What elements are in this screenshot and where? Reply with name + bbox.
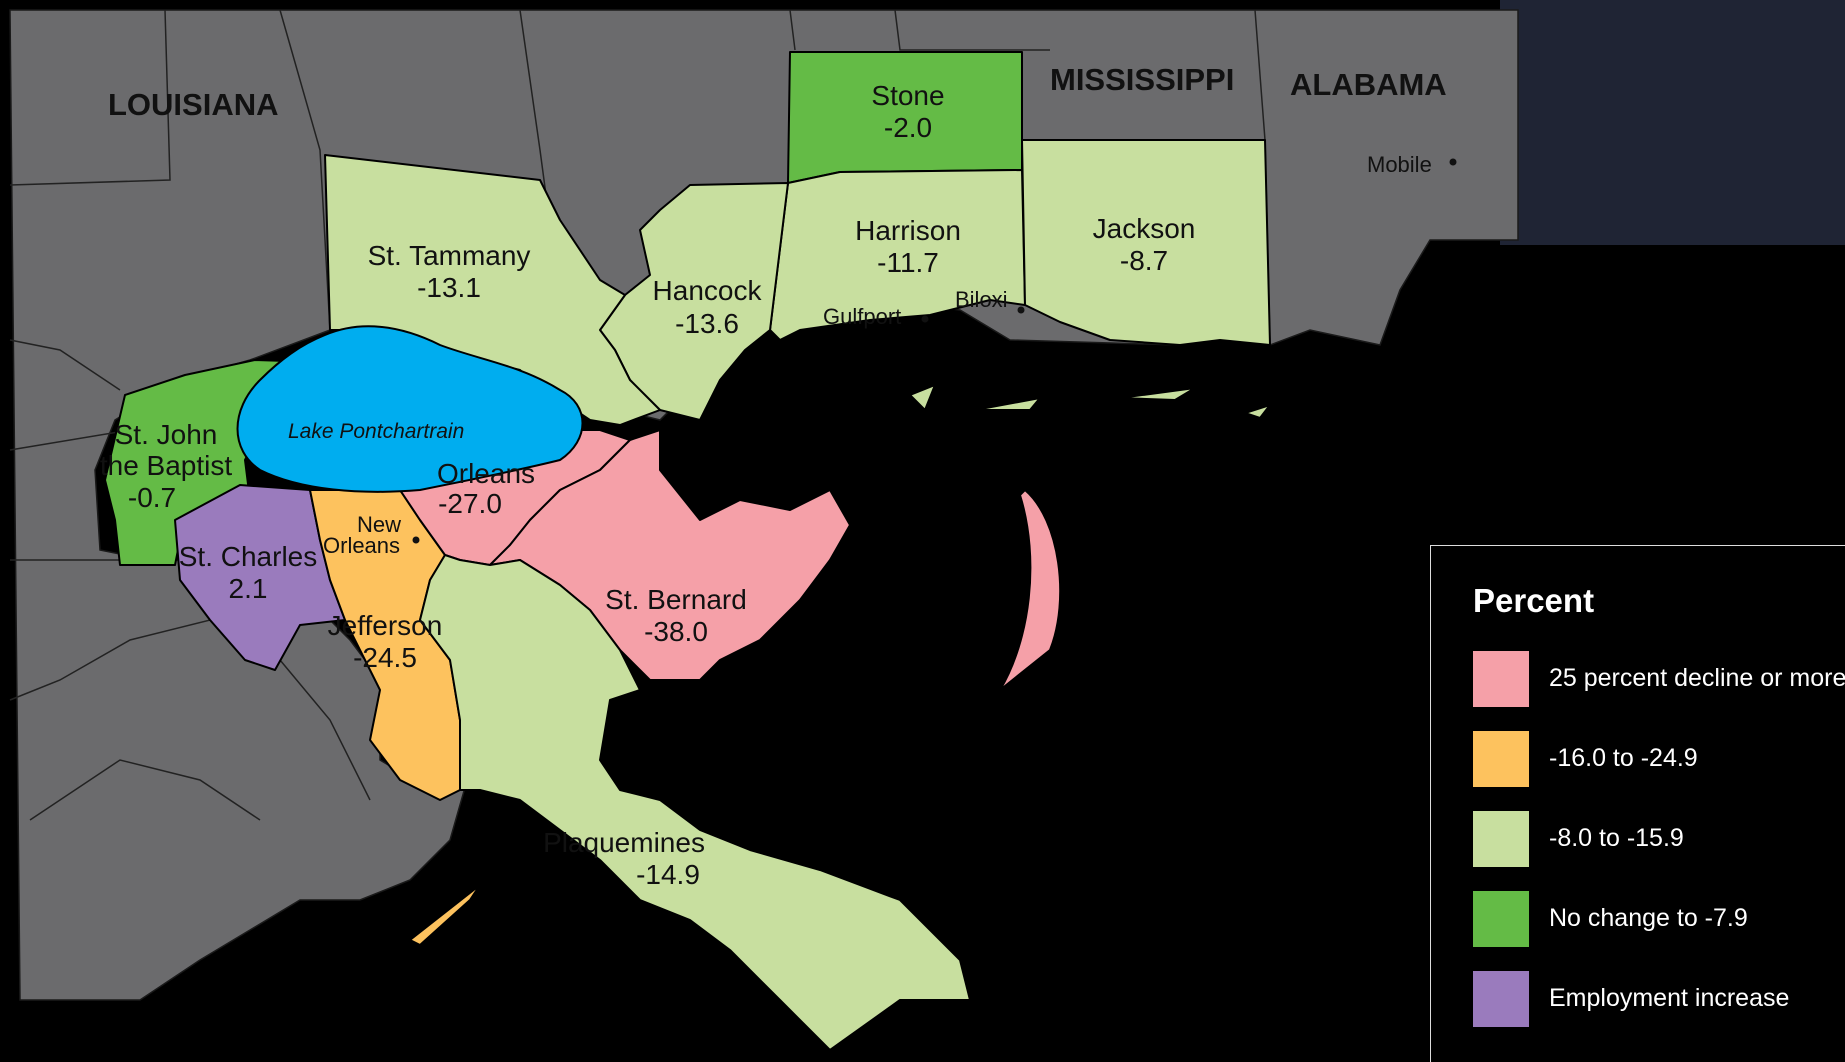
county-harrison [769, 169, 1026, 341]
label-biloxi: Biloxi [955, 287, 1008, 312]
label-mississippi: MISSISSIPPI [1050, 62, 1234, 97]
legend-label: No change to -7.9 [1549, 904, 1748, 932]
dot-new-orleans [412, 536, 420, 544]
label-st-bernard-value: -38.0 [644, 616, 708, 647]
county-plaquemines [419, 554, 971, 1051]
legend-swatch [1473, 971, 1529, 1027]
label-st-john-name-2: the Baptist [100, 450, 233, 481]
island-4 [1244, 404, 1271, 419]
legend-label: -8.0 to -15.9 [1549, 824, 1684, 852]
label-gulfport: Gulfport [823, 304, 901, 329]
label-stone-value: -2.0 [884, 112, 932, 143]
label-harrison-value: -11.7 [877, 247, 939, 278]
legend-swatch [1473, 731, 1529, 787]
county-st-charles [174, 484, 346, 671]
label-hancock-value: -13.6 [675, 308, 739, 339]
legend-label: -16.0 to -24.9 [1549, 744, 1698, 772]
label-jackson-value: -8.7 [1120, 245, 1168, 276]
label-louisiana: LOUISIANA [108, 87, 279, 122]
label-new-orleans-2: Orleans [323, 533, 400, 558]
dot-mobile [1449, 158, 1457, 166]
dot-gulfport [921, 315, 929, 323]
label-st-john-value: -0.7 [128, 482, 176, 513]
label-hancock-name: Hancock [653, 275, 763, 306]
label-jackson-name: Jackson [1093, 213, 1196, 244]
legend-title: Percent [1473, 582, 1595, 619]
label-harrison-name: Harrison [855, 215, 961, 246]
island-1 [909, 384, 936, 411]
label-st-tammany-value: -13.1 [417, 272, 481, 303]
label-alabama: ALABAMA [1290, 67, 1447, 102]
label-jefferson-name: Jefferson [328, 610, 443, 641]
legend-item-decline-8: -8.0 to -15.9 [1473, 811, 1843, 867]
label-stone-name: Stone [871, 80, 944, 111]
legend-label: 25 percent decline or more [1549, 664, 1845, 692]
label-plaquemines-name: Plaquemines [543, 827, 705, 858]
label-st-bernard-name: St. Bernard [605, 584, 747, 615]
label-new-orleans-1: New [357, 512, 401, 537]
island-2 [974, 397, 1041, 411]
label-orleans-value: -27.0 [438, 488, 502, 519]
label-orleans-name: Orleans [437, 458, 535, 489]
island-chandeleur [999, 489, 1062, 691]
island-3 [1119, 387, 1196, 401]
dot-biloxi [1017, 306, 1025, 314]
legend-swatch [1473, 651, 1529, 707]
legend: Percent 25 percent decline or more -16.0… [1430, 545, 1845, 1062]
background-band [1500, 0, 1845, 245]
label-st-tammany-name: St. Tammany [368, 240, 531, 271]
lake-pontchartrain [236, 325, 584, 493]
label-st-charles-value: 2.1 [229, 573, 268, 604]
legend-swatch [1473, 811, 1529, 867]
legend-label: Employment increase [1549, 984, 1790, 1012]
county-jefferson-coast [409, 884, 481, 946]
legend-item-increase: Employment increase [1473, 971, 1843, 1027]
legend-swatch [1473, 891, 1529, 947]
label-st-charles-name: St. Charles [179, 541, 318, 572]
label-mobile: Mobile [1367, 152, 1432, 177]
county-jackson [1021, 139, 1271, 346]
legend-item-decline-25: 25 percent decline or more [1473, 651, 1845, 707]
label-plaquemines-value: -14.9 [636, 859, 700, 890]
legend-item-decline-16: -16.0 to -24.9 [1473, 731, 1843, 787]
label-st-john-name-1: St. John [115, 419, 218, 450]
legend-item-no-change: No change to -7.9 [1473, 891, 1843, 947]
county-st-bernard [489, 429, 851, 681]
label-lake: Lake Pontchartrain [288, 420, 464, 443]
label-jefferson-value: -24.5 [353, 642, 417, 673]
